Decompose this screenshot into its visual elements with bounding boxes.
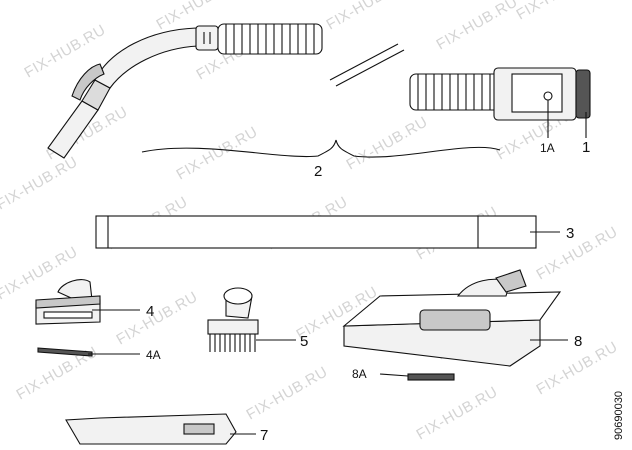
watermark: FIX-HUB.RU	[0, 153, 81, 213]
hose-corrugated-left	[217, 23, 323, 55]
watermark: FIX-HUB.RU	[244, 363, 331, 423]
hose-connector	[493, 67, 591, 121]
label-crevice-tool: 7	[260, 427, 268, 444]
watermark: FIX-HUB.RU	[514, 0, 601, 23]
watermark: FIX-HUB.RU	[344, 113, 431, 173]
watermark: FIX-HUB.RU	[324, 0, 411, 33]
label-nozzle-strip: 4A	[146, 348, 161, 362]
watermark: FIX-HUB.RU	[174, 123, 261, 183]
floor-nozzle-strip	[407, 373, 455, 381]
floor-nozzle	[342, 269, 562, 367]
crevice-tool	[65, 413, 237, 445]
nozzle-strip	[37, 347, 93, 357]
extension-tube	[95, 215, 537, 249]
hose-handle	[47, 25, 219, 159]
label-floor-nozzle: 8	[574, 333, 582, 350]
hose-corrugated-right	[409, 73, 501, 111]
watermark: FIX-HUB.RU	[414, 383, 501, 443]
label-extension-tube: 3	[566, 225, 574, 242]
leader-lines	[88, 100, 587, 435]
watermark: FIX-HUB.RU	[434, 0, 521, 53]
label-upholstery-nozzle: 4	[146, 303, 154, 320]
label-floor-nozzle-strip: 8A	[352, 367, 367, 381]
label-connector: 1	[582, 139, 590, 156]
label-hose-group: 2	[314, 163, 322, 180]
upholstery-nozzle	[35, 279, 101, 325]
hose-group-brace	[141, 139, 501, 158]
label-connector-latch: 1A	[540, 141, 555, 155]
break-marks	[329, 43, 405, 87]
label-dusting-brush: 5	[300, 333, 308, 350]
dusting-brush	[207, 287, 259, 352]
watermark: FIX-HUB.RU	[114, 288, 201, 348]
drawing-number: 90690030	[613, 391, 625, 440]
